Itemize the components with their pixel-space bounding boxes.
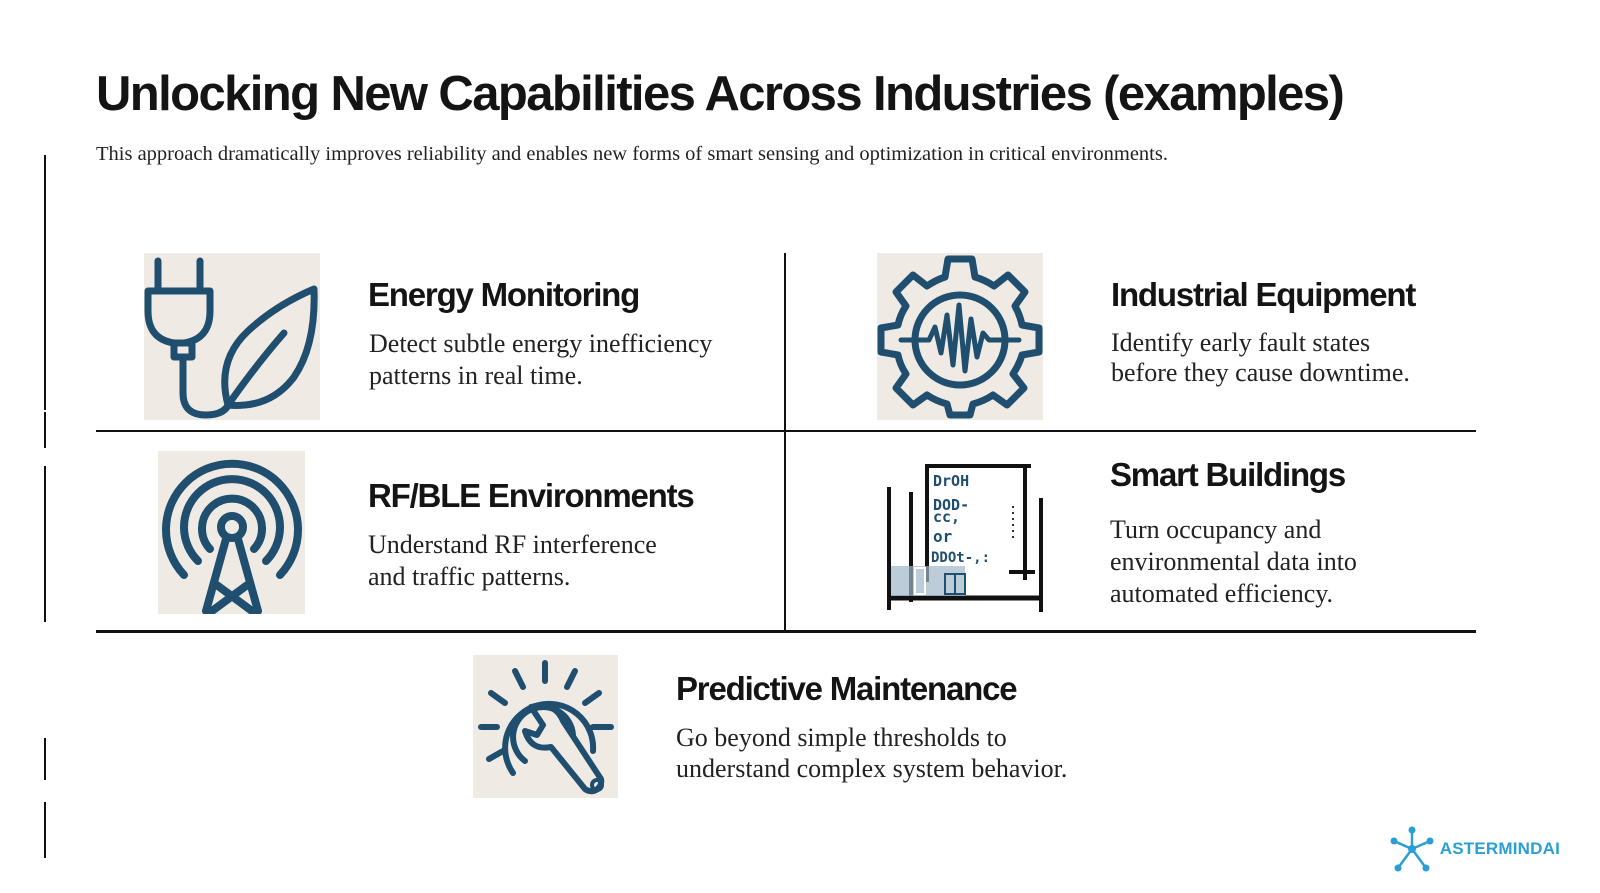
card-desc-line: automated efficiency. <box>1110 579 1334 608</box>
card-desc-line: and traffic patterns. <box>368 562 571 591</box>
card-desc-line: Detect subtle energy inefficiency <box>369 329 713 358</box>
card-title-buildings: Smart Buildings <box>1110 456 1346 493</box>
slide-subtitle: This approach dramatically improves reli… <box>96 143 1168 165</box>
building-icon-text: or <box>933 527 952 546</box>
card-desc-line: understand complex system behavior. <box>676 754 1068 783</box>
brand-logo: ASTERMINDAI <box>1388 825 1560 873</box>
card-title-predictive: Predictive Maintenance <box>676 670 1018 707</box>
grid-divider-vertical <box>784 253 786 631</box>
building-icon-text: DrOH <box>933 472 969 490</box>
edge-bar <box>44 155 46 410</box>
antenna-tower-icon <box>158 451 305 614</box>
edge-bar <box>44 466 46 622</box>
network-star-icon <box>1390 826 1434 872</box>
grid-divider-bottom <box>96 630 1476 633</box>
card-desc-line: patterns in real time. <box>369 361 583 390</box>
building-icon-text: DOD- <box>933 496 969 514</box>
card-description-rf: Understand RF interference and traffic p… <box>368 529 657 593</box>
card-description-industrial: Identify early fault states before they … <box>1111 328 1410 388</box>
wrench-radar-icon <box>473 655 618 798</box>
card-desc-line: Identify early fault states <box>1111 328 1371 357</box>
card-desc-line: Understand RF interference <box>368 530 657 559</box>
card-desc-line: Go beyond simple thresholds to <box>676 723 1007 752</box>
card-description-energy: Detect subtle energy inefficiency patter… <box>369 328 712 392</box>
slide-title: Unlocking New Capabilities Across Indust… <box>96 67 1345 121</box>
edge-bar <box>44 802 46 858</box>
edge-bar <box>44 412 46 448</box>
building-diagram-icon: DrOH DOD- cc, or DDOt-,: <box>885 462 1047 612</box>
card-title-industrial: Industrial Equipment <box>1111 276 1416 313</box>
card-desc-line: before they cause downtime. <box>1111 358 1410 387</box>
card-title-rf: RF/BLE Environments <box>368 477 695 514</box>
brand-name: ASTERMINDAI <box>1439 839 1560 858</box>
edge-bar <box>44 738 46 780</box>
building-icon-text: DDOt-,: <box>931 550 990 566</box>
grid-divider-horizontal <box>96 430 1476 432</box>
gear-waveform-icon <box>877 253 1043 420</box>
card-description-buildings: Turn occupancy and environmental data in… <box>1110 514 1357 610</box>
card-desc-line: Turn occupancy and <box>1110 515 1322 544</box>
building-icon-text: cc, <box>933 508 960 526</box>
card-description-predictive: Go beyond simple thresholds to understan… <box>676 722 1067 784</box>
plug-leaf-icon <box>144 253 320 420</box>
card-title-energy: Energy Monitoring <box>368 276 640 313</box>
card-desc-line: environmental data into <box>1110 547 1357 576</box>
